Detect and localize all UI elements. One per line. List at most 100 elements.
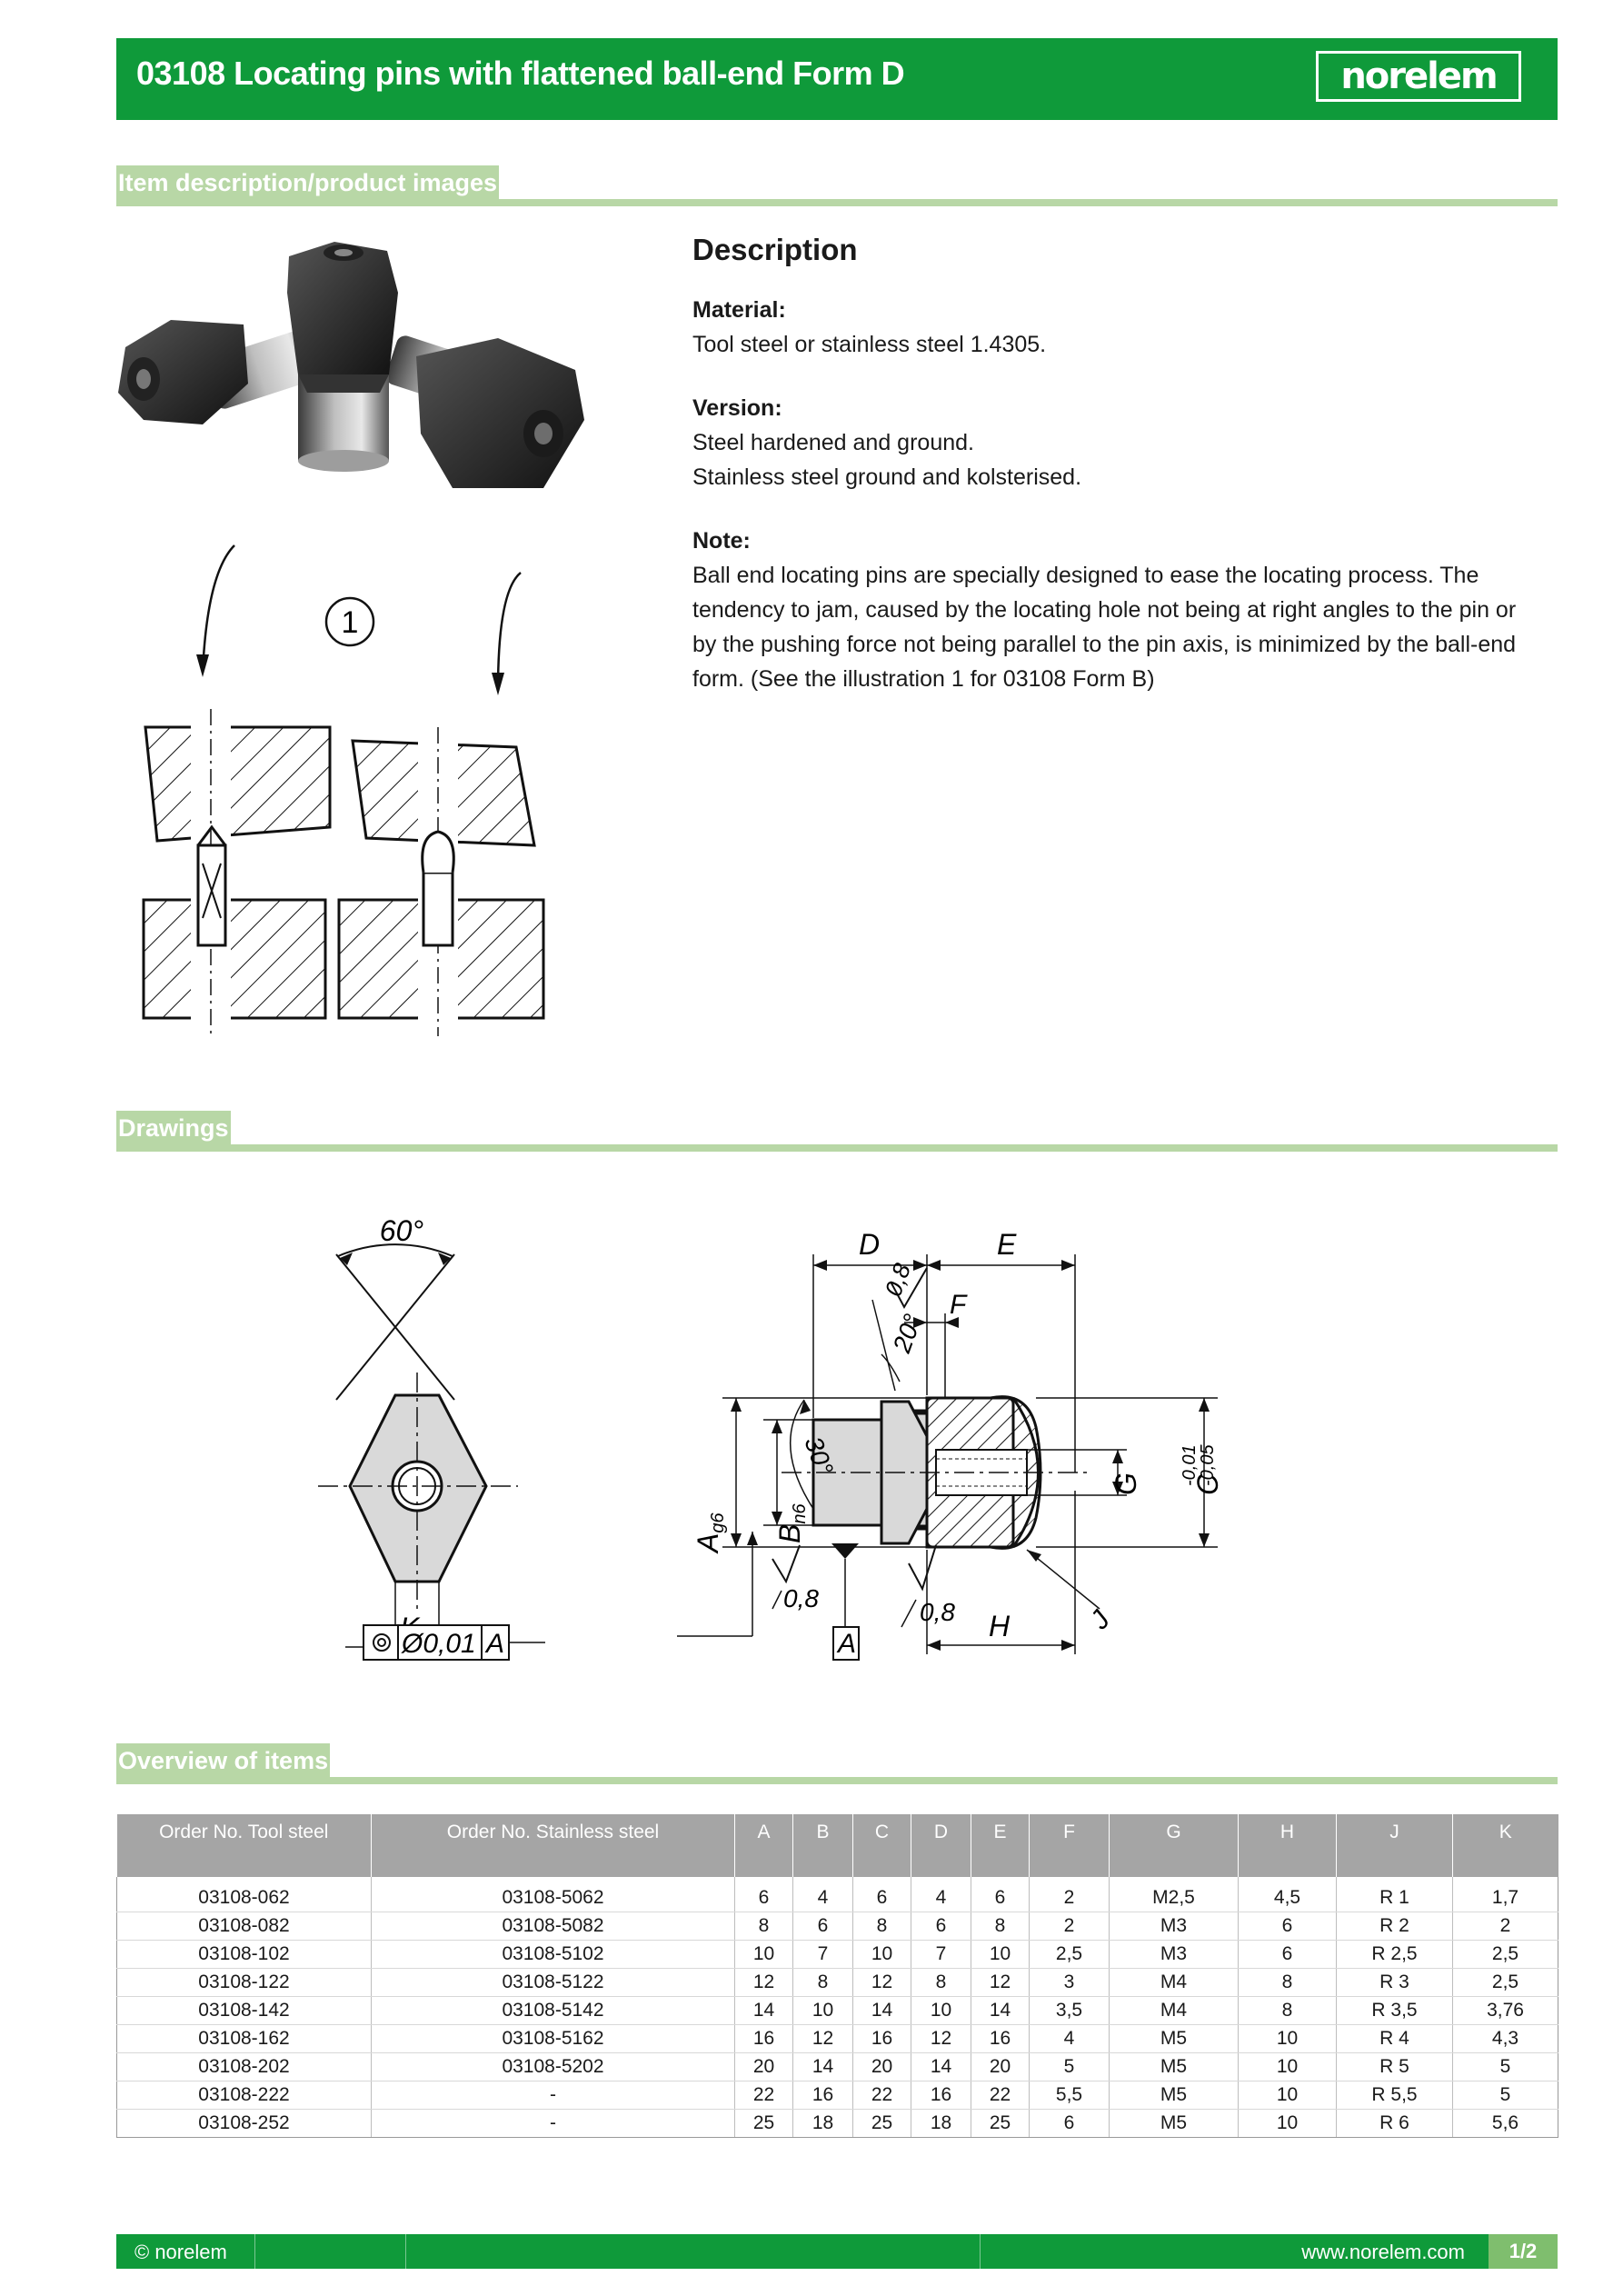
- table-cell: 4: [911, 1877, 971, 1912]
- table-cell: M3: [1109, 1940, 1239, 1969]
- table-cell: 14: [971, 1996, 1030, 2025]
- table-cell: 03108-5142: [371, 1996, 735, 2025]
- table-header-cell: D: [911, 1814, 971, 1877]
- page-number: 1/2: [1489, 2234, 1558, 2269]
- table-cell: 18: [792, 2109, 853, 2138]
- table-cell: 14: [792, 2052, 853, 2081]
- roughness-bottom-left: 0,8: [783, 1584, 819, 1612]
- D-label: D: [859, 1228, 880, 1261]
- table-cell: 03108-5082: [371, 1912, 735, 1941]
- table-cell: R 1: [1336, 1877, 1453, 1912]
- E-label: E: [997, 1228, 1017, 1261]
- table-cell: 03108-5062: [371, 1877, 735, 1912]
- version-label: Version:: [692, 395, 782, 421]
- table-cell: 8: [852, 1912, 911, 1941]
- table-cell: 2: [1452, 1912, 1558, 1941]
- table-cell: 03108-5102: [371, 1940, 735, 1969]
- table-cell: 10: [792, 1996, 853, 2025]
- website-link[interactable]: www.norelem.com: [1301, 2241, 1465, 2263]
- table-header-cell: E: [971, 1814, 1030, 1877]
- table-cell: 03108-062: [116, 1877, 372, 1912]
- table-cell: 2,5: [1452, 1940, 1558, 1969]
- table-header-cell: B: [792, 1814, 853, 1877]
- table-cell: 5: [1029, 2052, 1110, 2081]
- table-cell: M4: [1109, 1996, 1239, 2025]
- table-cell: 03108-5162: [371, 2024, 735, 2053]
- table-cell: 4,3: [1452, 2024, 1558, 2053]
- table-cell: 16: [971, 2024, 1030, 2053]
- tolerance-reference: A: [484, 1629, 504, 1659]
- table-cell: 3: [1029, 1968, 1110, 1997]
- table-header-cell: C: [852, 1814, 911, 1877]
- version-block: Version: Steel hardened and ground. Stai…: [692, 391, 1538, 494]
- table-header-cell: G: [1109, 1814, 1239, 1877]
- table-cell: M5: [1109, 2081, 1239, 2110]
- table-cell: 10: [1238, 2109, 1337, 2138]
- table-cell: 12: [852, 1968, 911, 1997]
- side-view: D E 0,8 F 20° 30° Ag6 Bn6: [363, 1228, 1224, 1661]
- table-cell: 6: [1238, 1912, 1337, 1941]
- table-cell: M5: [1109, 2024, 1239, 2053]
- table-header-cell: K: [1452, 1814, 1558, 1877]
- material-label: Material:: [692, 297, 786, 323]
- table-cell: 8: [911, 1968, 971, 1997]
- table-cell: 5: [1452, 2081, 1558, 2110]
- technical-drawing: 60° K D E 0,: [318, 1214, 1224, 1661]
- end-view: 60° K: [318, 1214, 518, 1654]
- angle-60-label: 60°: [380, 1214, 424, 1247]
- section-rule: [116, 1144, 1558, 1152]
- table-cell: 7: [911, 1940, 971, 1969]
- table-cell: M4: [1109, 1968, 1239, 1997]
- section-rule: [116, 199, 1558, 206]
- table-cell: 03108-5122: [371, 1968, 735, 1997]
- table-cell: 03108-142: [116, 1996, 372, 2025]
- table-cell: 12: [911, 2024, 971, 2053]
- table-cell: 16: [911, 2081, 971, 2110]
- G-label: G: [1110, 1472, 1142, 1495]
- footer-divider: [254, 2234, 255, 2269]
- norelem-logo: norelem: [1316, 51, 1521, 102]
- table-cell: 6: [792, 1912, 853, 1941]
- table-cell: 22: [734, 2081, 793, 2110]
- F-label: F: [950, 1290, 968, 1320]
- table-cell: M3: [1109, 1912, 1239, 1941]
- table-cell: 6: [734, 1877, 793, 1912]
- copyright: © norelem: [134, 2241, 227, 2263]
- table-cell: 25: [734, 2109, 793, 2138]
- product-photo: [118, 242, 584, 488]
- tolerance-value: Ø0,01: [401, 1629, 476, 1659]
- table-cell: 8: [734, 1912, 793, 1941]
- section-overview: Overview of items: [116, 1743, 1558, 1785]
- section-drawings: Drawings: [116, 1111, 1558, 1153]
- C-tolerance-upper: -0,01: [1180, 1444, 1200, 1486]
- table-cell: 8: [1238, 1968, 1337, 1997]
- table-cell: 3,5: [1029, 1996, 1110, 2025]
- table-cell: 3,76: [1452, 1996, 1558, 2025]
- table-cell: 14: [911, 2052, 971, 2081]
- table-cell: 03108-082: [116, 1912, 372, 1941]
- table-cell: 10: [1238, 2052, 1337, 2081]
- table-cell: R 3,5: [1336, 1996, 1453, 2025]
- table-cell: 10: [1238, 2024, 1337, 2053]
- table-cell: 03108-222: [116, 2081, 372, 2110]
- table-cell: 14: [734, 1996, 793, 2025]
- table-cell: 03108-252: [116, 2109, 372, 2138]
- B-n6-label: Bn6: [773, 1503, 810, 1543]
- version-line-2: Stainless steel ground and kolsterised.: [692, 464, 1082, 490]
- table-cell: -: [371, 2109, 735, 2138]
- table-header-cell: H: [1238, 1814, 1337, 1877]
- table-cell: M2,5: [1109, 1877, 1239, 1912]
- table-cell: 2,5: [1029, 1940, 1110, 1969]
- table-cell: 5: [1452, 2052, 1558, 2081]
- material-text: Tool steel or stainless steel 1.4305.: [692, 332, 1047, 357]
- marker-circle: [324, 596, 375, 647]
- note-text: Ball end locating pins are specially des…: [692, 563, 1517, 692]
- footer-divider: [405, 2234, 406, 2269]
- table-cell: 03108-122: [116, 1968, 372, 1997]
